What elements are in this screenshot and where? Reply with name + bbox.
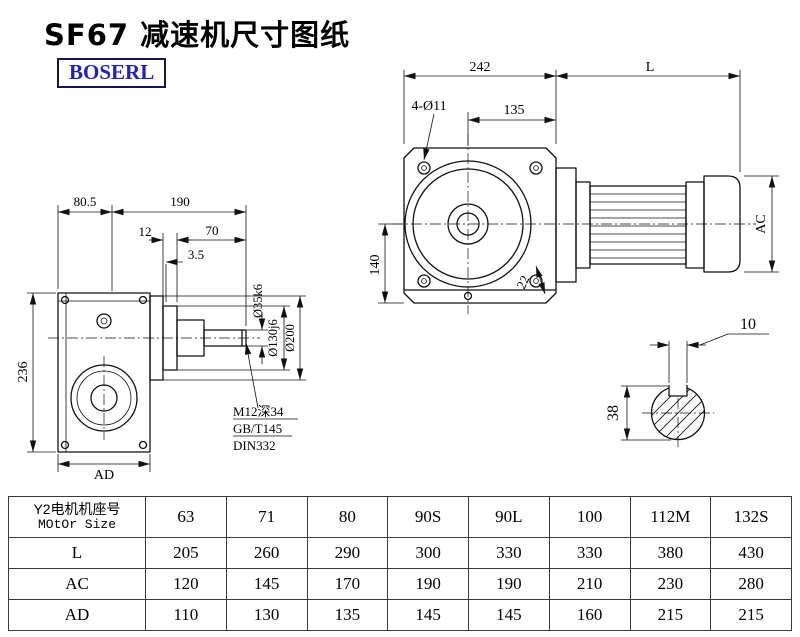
section-hatching: [651, 386, 705, 440]
table-cell: 430: [710, 537, 792, 569]
dimension-table: Y2电机机座号 MOtOr Size 63 71 80 90S 90L 100 …: [8, 496, 792, 631]
table-cell: 145: [468, 599, 550, 631]
table-cell: 190: [387, 568, 469, 600]
dim-70-label: 70: [206, 223, 219, 238]
motor-flange: [555, 167, 577, 283]
frame-size-cell: 63: [145, 496, 227, 538]
technical-drawing: 242 L 135 4-Ø11 140 22 AC: [16, 60, 779, 483]
frame-size-cell: 112M: [629, 496, 712, 538]
dim-ad-label: AD: [94, 468, 114, 483]
motor-size-header: Y2电机机座号 MOtOr Size: [8, 496, 146, 538]
table-cell: 215: [629, 599, 712, 631]
table-cell: 230: [629, 568, 712, 600]
motor-size-header-cn: Y2电机机座号: [33, 500, 121, 517]
table-cell: 330: [468, 537, 550, 569]
bolt-holes-label: 4-Ø11: [411, 99, 446, 114]
front-view-dimensions: 242 L 135 4-Ø11 140 22 AC: [368, 60, 779, 304]
frame-size-cell: 90L: [468, 496, 550, 538]
frame-size-cell: 71: [225, 496, 308, 538]
dim-3-5-label: 3.5: [188, 247, 204, 262]
row-label: AC: [8, 568, 146, 600]
table-cell: 210: [548, 568, 631, 600]
table-cell: 145: [387, 599, 469, 631]
motor-fins: [590, 193, 686, 259]
standard-note: GB/T145: [233, 421, 282, 436]
shaft-height-label: 38: [605, 405, 622, 421]
dim-80-5-label: 80.5: [74, 194, 97, 209]
table-row-L: L 205 260 290 300 330 330 380 430: [8, 537, 792, 569]
frame-size-cell: 132S: [710, 496, 792, 538]
dim-242-label: 242: [470, 60, 491, 75]
frame-size-cell: 90S: [387, 496, 469, 538]
table-row-AC: AC 120 145 170 190 190 210 230 280: [8, 568, 792, 600]
dim-12-label: 12: [139, 224, 152, 239]
boss-dia-label: Ø130j6: [266, 319, 280, 357]
table-cell: 205: [145, 537, 227, 569]
motor-adapter: [575, 181, 591, 269]
table-cell: 190: [468, 568, 550, 600]
page-title: SF67 减速机尺寸图纸: [44, 18, 351, 52]
frame-size-cell: 80: [306, 496, 389, 538]
row-label: L: [8, 537, 146, 569]
table-cell: 380: [629, 537, 712, 569]
boserl-logo: BOSERL: [57, 58, 167, 89]
dim-236-label: 236: [16, 362, 31, 383]
side-view-dimensions: 80.5 190 12 70 3.5 236 AD Ø35k6: [16, 194, 306, 483]
table-cell: 130: [225, 599, 308, 631]
dim-135-label: 135: [504, 103, 525, 118]
dim-140-label: 140: [368, 255, 383, 276]
dim-190-label: 190: [170, 194, 190, 209]
table-cell: 260: [225, 537, 308, 569]
front-view: [392, 134, 756, 314]
shaft-section: 10 38: [605, 316, 769, 449]
flange-dia-label: Ø200: [283, 324, 297, 352]
keyway: [668, 385, 688, 397]
table-cell: 135: [306, 599, 389, 631]
table-cell: 170: [306, 568, 389, 600]
din-note: DIN332: [233, 438, 276, 453]
shaft-dia-label: Ø35k6: [251, 284, 265, 318]
table-row-AD: AD 110 130 135 145 145 160 215 215: [8, 599, 792, 631]
gearbox-housing: [403, 147, 557, 304]
motor-end-bracket: [685, 181, 705, 269]
table-header-row: Y2电机机座号 MOtOr Size 63 71 80 90S 90L 100 …: [8, 496, 792, 538]
frame-size-cell: 100: [548, 496, 631, 538]
table-cell: 290: [306, 537, 389, 569]
gear-cover-circle: [404, 160, 532, 288]
table-cell: 280: [710, 568, 792, 600]
thread-note: M12深34: [233, 404, 284, 419]
side-cover-circle: [70, 364, 138, 432]
dim-l-label: L: [646, 60, 655, 75]
fan-cowl: [703, 175, 741, 273]
dim-22-label: 22: [513, 273, 532, 291]
key-width-label: 10: [740, 316, 756, 333]
motor-size-header-en: MOtOr Size: [37, 517, 116, 533]
table-cell: 145: [225, 568, 308, 600]
table-cell: 120: [145, 568, 227, 600]
table-cell: 215: [710, 599, 792, 631]
dim-ac-label: AC: [754, 214, 769, 233]
motor-body: [589, 185, 687, 265]
side-view: [48, 292, 260, 453]
table-cell: 160: [548, 599, 631, 631]
table-cell: 110: [145, 599, 227, 631]
table-cell: 300: [387, 537, 469, 569]
table-cell: 330: [548, 537, 631, 569]
output-shaft: [203, 329, 247, 347]
row-label: AD: [8, 599, 146, 631]
